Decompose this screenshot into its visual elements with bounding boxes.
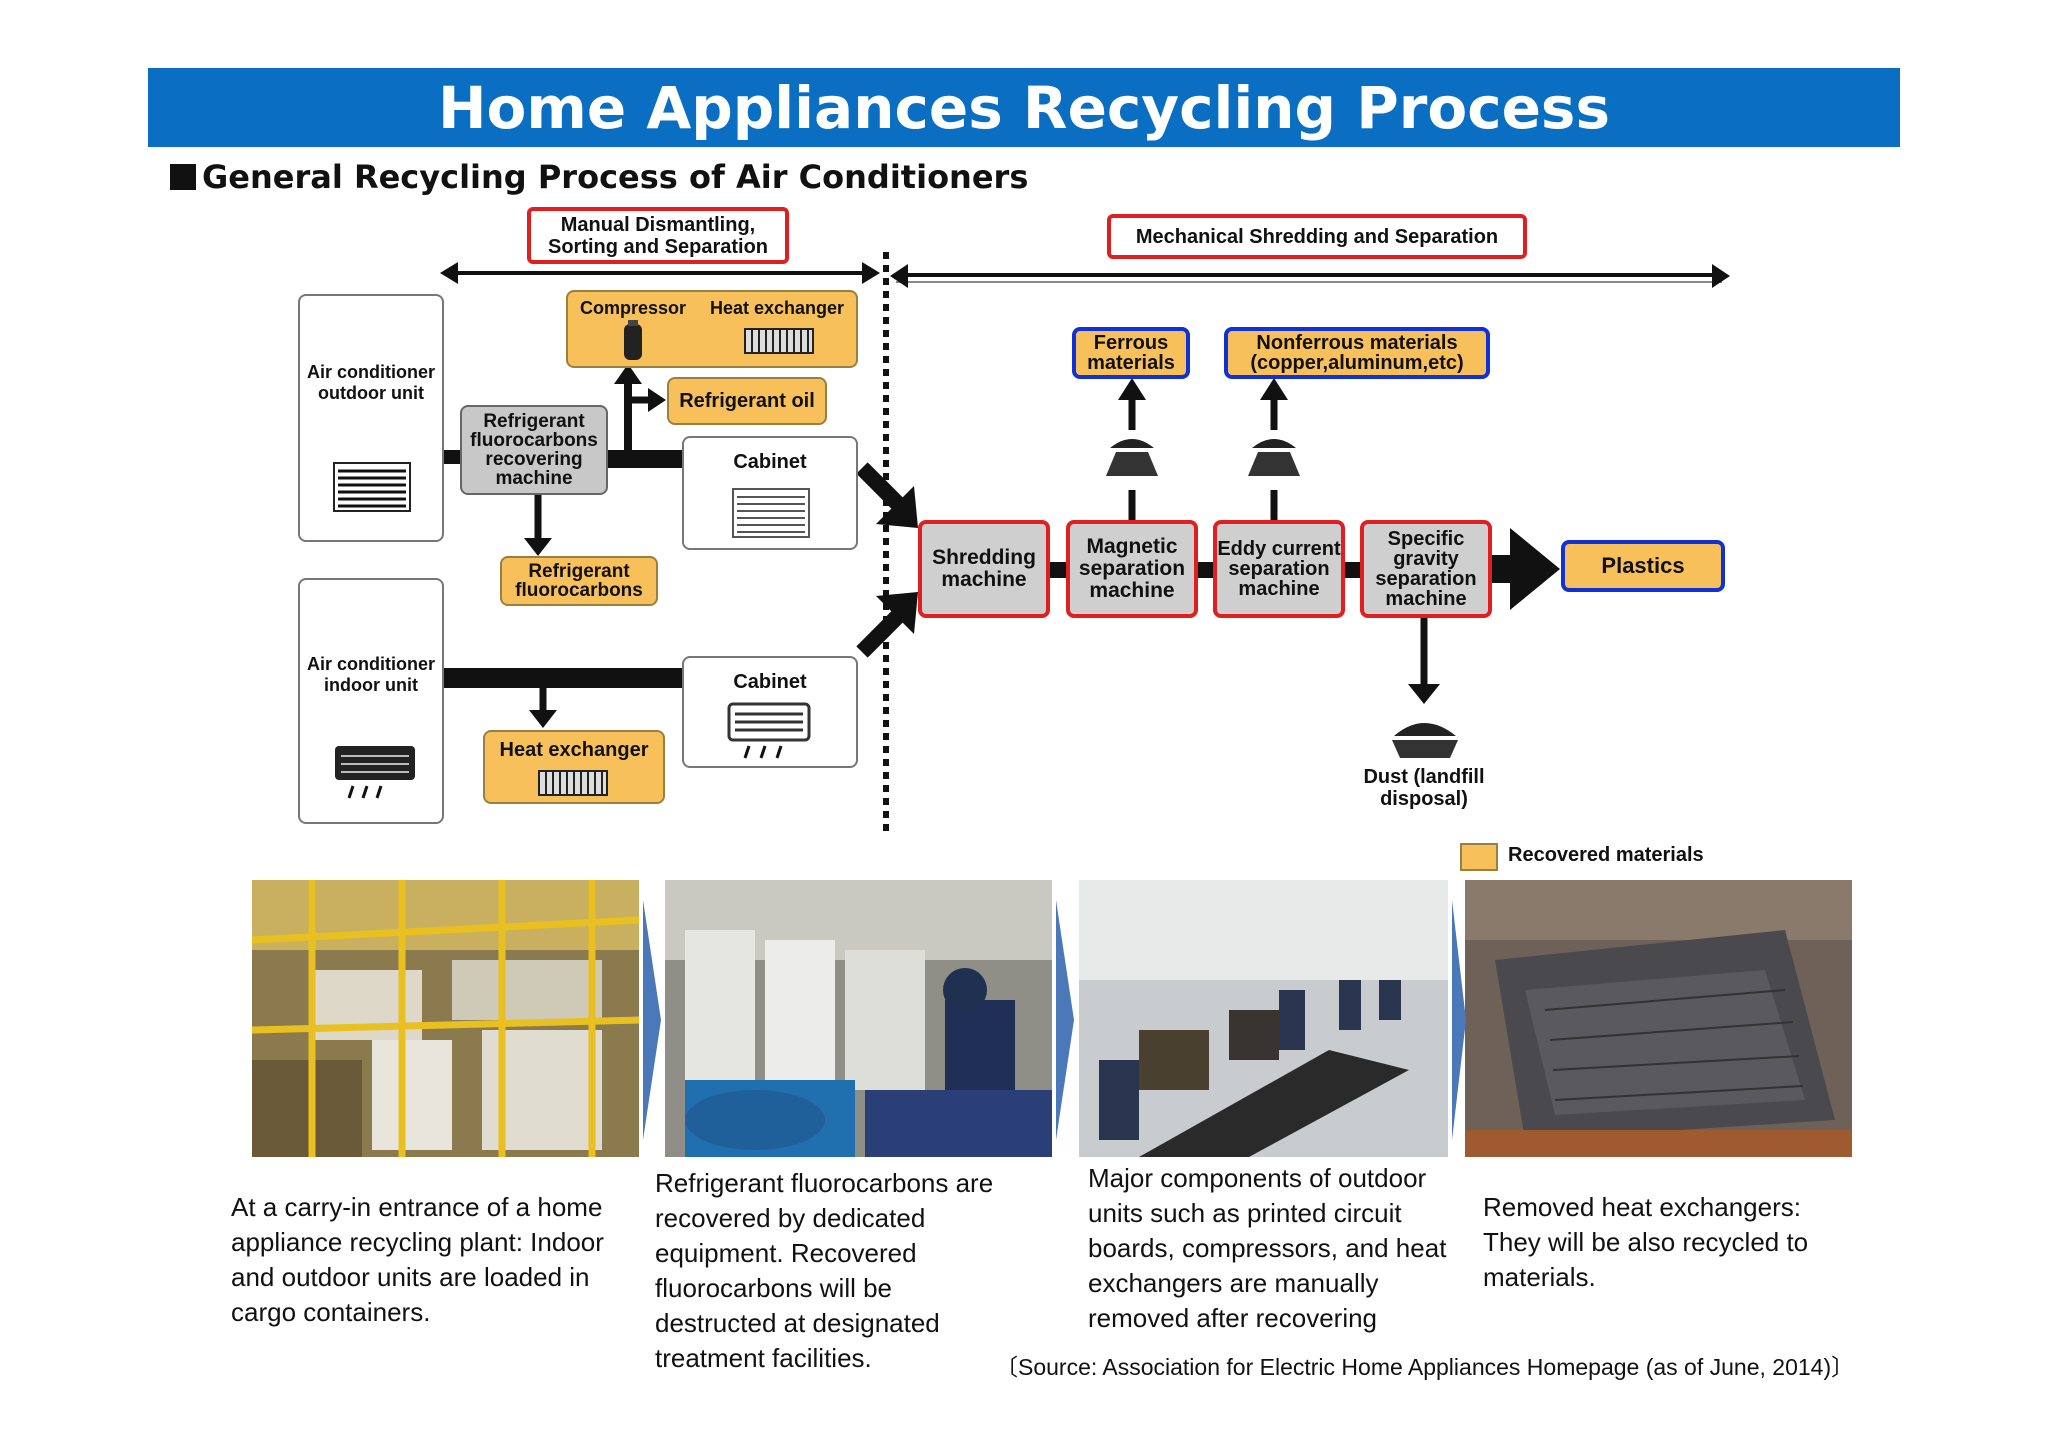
- section-subtitle: General Recycling Process of Air Conditi…: [170, 158, 1028, 196]
- nonferrous-materials-box: Nonferrous materials (copper,aluminum,et…: [1224, 327, 1490, 379]
- chevron-right-icon: [1056, 900, 1074, 1140]
- stage-mechanical-label: Mechanical Shredding and Separation: [1107, 214, 1527, 259]
- indoor-to-cabinet-connector: [444, 668, 682, 688]
- arrow-gravity-down-to-dust: [1392, 618, 1458, 758]
- heat-exchanger-bottom-label: Heat exchanger: [499, 739, 649, 761]
- cabinet-top-icon: [732, 488, 810, 538]
- chevron-right-icon: [643, 900, 661, 1140]
- caption-photo-1: At a carry-in entrance of a home applian…: [231, 1192, 604, 1327]
- recovery-to-cabinet-connector: [606, 450, 682, 468]
- heat-exchanger-top-label: Heat exchanger: [709, 298, 845, 318]
- indoor-unit-box: Air conditioner indoor unit: [298, 578, 444, 824]
- outdoor-unit-label: Air conditioner outdoor unit: [306, 362, 435, 403]
- magnetic-to-eddy-connector: [1196, 562, 1214, 578]
- outdoor-connector: [442, 450, 462, 464]
- refrigerant-oil-box: Refrigerant oil: [667, 377, 827, 425]
- photo-manual-dismantling: [1079, 880, 1448, 1157]
- arrow-cabinet-top-to-shredding: [856, 462, 918, 528]
- caption-photo-4: Removed heat exchangers: They will be al…: [1483, 1192, 1809, 1292]
- cabinet-top-label: Cabinet: [733, 451, 807, 473]
- page-title: Home Appliances Recycling Process: [148, 68, 1900, 147]
- cabinet-bottom-label: Cabinet: [733, 671, 807, 693]
- dust-label: Dust (landfill disposal): [1363, 766, 1485, 810]
- arrow-eddy-up: [1248, 378, 1300, 520]
- ferrous-materials-box: Ferrous materials: [1072, 327, 1190, 379]
- cabinet-bottom-icon: [727, 702, 811, 759]
- shred-to-magnetic-connector: [1048, 562, 1066, 578]
- indoor-unit-label: Air conditioner indoor unit: [306, 654, 435, 695]
- specific-gravity-separation-box: Specific gravity separation machine: [1360, 520, 1492, 618]
- arrow-to-plastics: [1490, 528, 1560, 610]
- caption-photo-3: Major components of outdoor units such a…: [1088, 1163, 1447, 1333]
- mechanical-stage-span-arrow: [890, 264, 1730, 288]
- compressor-heat-exchanger-group: Compressor Heat exchanger: [566, 290, 858, 368]
- shredding-machine-box: Shredding machine: [918, 520, 1050, 618]
- chevron-right-icon: [1452, 900, 1466, 1140]
- arrow-magnetic-up: [1106, 378, 1158, 520]
- arrow-to-heat-exchanger-bottom: [529, 686, 557, 728]
- photo-carry-in-entrance: [252, 880, 639, 1157]
- compressor-label: Compressor: [579, 298, 686, 318]
- arrow-cabinet-bottom-to-shredding: [856, 592, 918, 658]
- photo-heat-exchangers: [1465, 880, 1852, 1157]
- legend-swatch: [1460, 843, 1498, 871]
- magnetic-separation-box: Magnetic separation machine: [1066, 520, 1198, 618]
- plastics-box: Plastics: [1561, 540, 1725, 592]
- eddy-current-separation-box: Eddy current separation machine: [1213, 520, 1345, 618]
- refrigerant-fluorocarbons-box: Refrigerant fluorocarbons: [500, 556, 658, 606]
- recovering-machine-box: Refrigerant fluorocarbons recovering mac…: [460, 405, 608, 495]
- bullet-square-icon: [170, 164, 196, 190]
- indoor-unit-icon: [335, 746, 415, 799]
- photo-heat-exchangers-image: [1465, 880, 1852, 1157]
- heat-exchanger-top-icon: [744, 328, 814, 354]
- manual-stage-span-arrow: [440, 262, 880, 284]
- compressor-icon: [624, 320, 642, 360]
- caption-photo-2: Refrigerant fluorocarbons are recovered …: [655, 1168, 994, 1373]
- subtitle-text: General Recycling Process of Air Conditi…: [202, 158, 1029, 196]
- eddy-to-gravity-connector: [1343, 562, 1361, 578]
- stage-manual-label: Manual Dismantling, Sorting and Separati…: [527, 207, 789, 264]
- cabinet-bottom-box: Cabinet: [682, 656, 858, 768]
- source-note: 〔Source: Association for Electric Home A…: [995, 1354, 1855, 1380]
- arrow-to-refrigerant-oil: [628, 388, 666, 412]
- legend-label: Recovered materials: [1508, 844, 1704, 866]
- arrow-to-compressor: [614, 364, 642, 450]
- photo-refrigerant-recovery-image: [665, 880, 1052, 1157]
- outdoor-unit-icon: [333, 462, 411, 512]
- heat-exchanger-bottom-icon: [538, 770, 608, 796]
- photo-manual-dismantling-image: [1079, 880, 1448, 1157]
- photo-refrigerant-recovery: [665, 880, 1052, 1157]
- photo-carry-in-entrance-image: [252, 880, 639, 1157]
- arrow-to-refrigerant-fluorocarbons: [524, 494, 552, 556]
